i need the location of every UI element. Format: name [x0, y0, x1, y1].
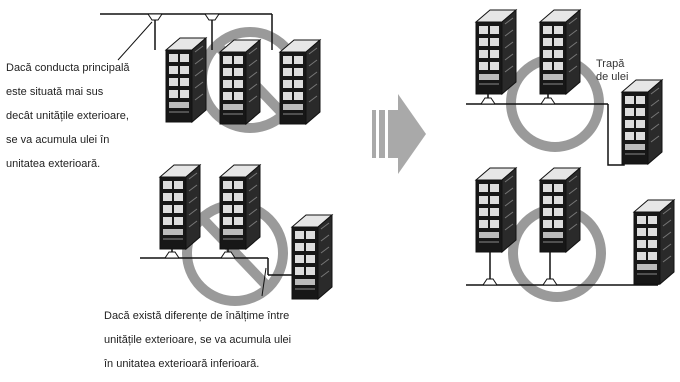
prohibition-slash: [199, 215, 272, 291]
caption-line: este situată mai sus: [6, 86, 104, 98]
pipe-branch-tee: [542, 278, 558, 286]
outdoor-unit-icon: [219, 39, 261, 125]
outdoor-unit-icon: [475, 167, 517, 253]
outdoor-unit-icon: [165, 37, 207, 123]
caption-height-difference: Dacă există diferențe de înălțime între …: [104, 298, 344, 382]
pipe-branch-tee: [480, 97, 496, 105]
caption-line: în unitatea exterioară inferioară.: [104, 358, 260, 370]
caption-line: Dacă conducta principală: [6, 62, 130, 74]
caption-line: Dacă există diferențe de înălțime între: [104, 310, 290, 322]
oil-trap-label-line: Trapă: [596, 58, 625, 70]
pipe-branch-tee: [540, 97, 556, 105]
pipe-branch-tee: [204, 13, 220, 21]
scenario-main-pipe-above: [100, 13, 321, 133]
outdoor-unit-icon: [621, 79, 663, 165]
outdoor-unit-icon: [279, 39, 321, 125]
outdoor-unit-icon: [475, 9, 517, 95]
pipe-branch-tee: [164, 251, 180, 259]
scenario-level-arrangement: [466, 167, 675, 302]
oil-trap-label-line: de ulei: [596, 71, 629, 83]
arrow-right-icon: [372, 94, 426, 174]
outdoor-unit-icon: [219, 164, 261, 250]
caption-leader-line: [261, 267, 267, 297]
oil-trap-label: Trapă de ulei: [596, 58, 628, 84]
caption-main-pipe-above: Dacă conducta principală este situată ma…: [6, 50, 156, 182]
pipe-branch-tee: [482, 278, 498, 286]
caption-line: decât unitățile exterioare,: [6, 110, 129, 122]
caption-line: unitățile exterioare, se va acumula ulei: [104, 334, 292, 346]
scenario-height-difference: [140, 164, 333, 306]
outdoor-unit-icon: [291, 214, 333, 300]
caption-leader-line: [117, 21, 153, 61]
outdoor-unit-icon: [539, 167, 581, 253]
pipe-branch-tee: [147, 13, 163, 21]
caption-line: unitatea exterioară.: [6, 158, 101, 170]
outdoor-unit-icon: [633, 199, 675, 285]
caption-line: se va acumula ulei în: [6, 134, 110, 146]
scenario-with-oil-trap: [466, 9, 663, 166]
outdoor-unit-icon: [159, 164, 201, 250]
diagram-canvas: [100, 9, 675, 306]
outdoor-unit-icon: [539, 9, 581, 95]
